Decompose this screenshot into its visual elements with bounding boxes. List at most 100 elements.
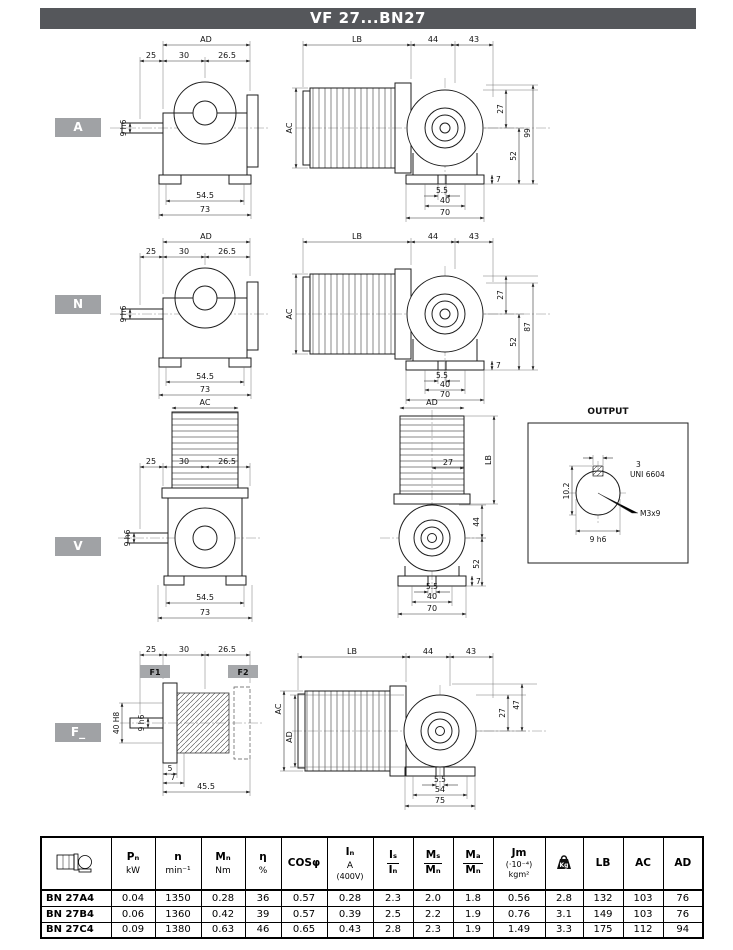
dim-27: 27 [498, 708, 507, 718]
col-header-kg: Kg [544, 836, 584, 891]
cell: 0.63 [200, 921, 246, 939]
col-header-lb: LB [582, 836, 624, 891]
cell: 0.65 [280, 921, 328, 939]
cell: 2.3 [372, 889, 414, 907]
cell: 2.5 [372, 905, 414, 923]
dim-27: 27 [496, 104, 505, 114]
motor-icon-header [40, 836, 112, 891]
cell: 2.8 [372, 921, 414, 939]
dim-70: 70 [427, 604, 437, 613]
flange-f2-label: F2 [237, 668, 248, 677]
cell: 0.04 [110, 889, 156, 907]
cell: 1380 [154, 921, 202, 939]
model-cell: BN 27A4 [40, 889, 112, 907]
gearmotor-front-view [380, 410, 486, 598]
cell: 3.1 [544, 905, 584, 923]
cell: 0.28 [200, 889, 246, 907]
dim-shaft-9h6: 9 h6 [123, 529, 132, 546]
svg-text:Kg: Kg [560, 862, 569, 869]
output-detail: OUTPUT 3 UNI 6604 10.2 M3x9 9 h6 [527, 407, 689, 564]
dim-lb: LB [352, 35, 362, 44]
dim-25: 25 [146, 247, 156, 256]
dim-5-5: 5.5 [426, 582, 438, 591]
dim-shaft-9h6: 9 h6 [590, 535, 607, 544]
dim-25: 25 [146, 645, 156, 654]
col-header-ac: AC [622, 836, 664, 891]
drawing-section-f: 25 30 26.5 F1 F2 40 H8 9 h6 5 7 45.5 [112, 645, 548, 810]
motor-icon [56, 853, 93, 873]
dim-40: 40 [440, 380, 450, 389]
cell: 2.3 [412, 921, 454, 939]
dim-44: 44 [423, 647, 433, 656]
cell: 76 [662, 905, 704, 923]
cell: 1.8 [452, 889, 494, 907]
dim-52: 52 [509, 337, 518, 347]
dim-52: 52 [472, 559, 481, 569]
dim-44: 44 [428, 35, 438, 44]
dim-26-5: 26.5 [218, 51, 236, 60]
table-row: BN 27A4 0.04 1350 0.28 36 0.57 0.28 2.3 … [40, 889, 704, 907]
dim-key-depth: 10.2 [562, 482, 571, 499]
drawing-section-a: AD 25 30 26.5 9 h6 54.5 73 [110, 35, 552, 222]
dim-bore-40h8: 40 H8 [112, 712, 121, 735]
output-title: OUTPUT [587, 407, 629, 417]
cell: 76 [662, 889, 704, 907]
dim-ad: AD [426, 398, 438, 407]
flange-option-f1 [140, 665, 170, 678]
section-label-v: V [55, 537, 101, 556]
cell: 2.2 [412, 905, 454, 923]
dim-43: 43 [466, 647, 476, 656]
cell: 46 [244, 921, 282, 939]
dim-44: 44 [428, 232, 438, 241]
dim-73: 73 [200, 608, 210, 617]
col-header-ad: AD [662, 836, 704, 891]
dim-54-5: 54.5 [196, 372, 214, 381]
section-label-f: F_ [55, 723, 101, 742]
output-box [527, 422, 689, 564]
drawing-section-n: AD 25 30 26.5 9 h6 54.5 73 [110, 232, 552, 404]
dim-5: 5 [168, 764, 173, 773]
cell: 2.8 [544, 889, 584, 907]
dim-52: 52 [509, 151, 518, 161]
flange-f1-label: F1 [149, 668, 160, 677]
dim-30: 30 [179, 645, 189, 654]
cell: 0.43 [326, 921, 374, 939]
dim-shaft-9h6: 9 h6 [119, 119, 128, 136]
cell: 1.49 [492, 921, 546, 939]
dim-27: 27 [496, 290, 505, 300]
col-header-jm: Jm(·10⁻⁴)kgm² [492, 836, 546, 891]
dim-7: 7 [171, 773, 176, 782]
dim-ac: AC [285, 122, 294, 133]
dim-27: 27 [443, 458, 453, 467]
dim-43: 43 [469, 35, 479, 44]
cell: 36 [244, 889, 282, 907]
cell: 0.76 [492, 905, 546, 923]
dim-5-5: 5.5 [436, 371, 448, 380]
dim-30: 30 [179, 247, 189, 256]
dim-ad: AD [200, 232, 212, 241]
dim-ac: AC [274, 703, 283, 714]
cell: 0.28 [326, 889, 374, 907]
cell: 1.9 [452, 905, 494, 923]
dim-45-5: 45.5 [197, 782, 215, 791]
cell: 175 [582, 921, 624, 939]
flange-side-view [120, 682, 262, 764]
cell: 2.0 [412, 889, 454, 907]
dim-ac: AC [285, 308, 294, 319]
dim-54: 54 [435, 785, 445, 794]
dim-40: 40 [427, 592, 437, 601]
dim-73: 73 [200, 385, 210, 394]
dim-75: 75 [435, 796, 445, 805]
dim-30: 30 [179, 457, 189, 466]
dim-87: 87 [523, 322, 532, 332]
dim-tap: M3x9 [640, 509, 661, 518]
dim-shaft-9h6: 9 h6 [137, 714, 146, 731]
cell: 0.57 [280, 889, 328, 907]
cell: 0.56 [492, 889, 546, 907]
col-header-cos: COSφ [280, 836, 328, 891]
